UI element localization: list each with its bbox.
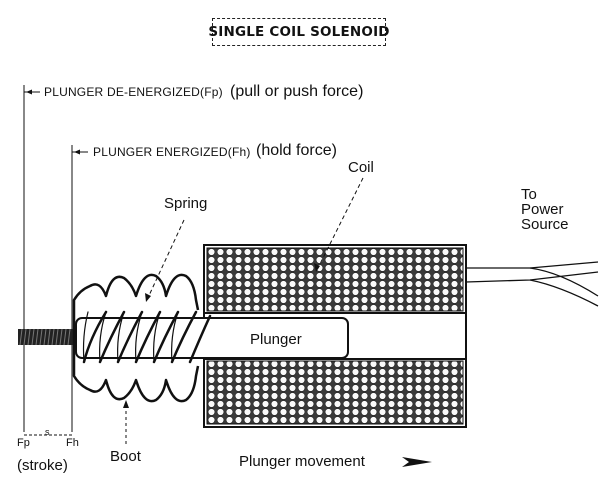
label-power-source-line2: Power [521, 201, 564, 218]
boot-lower [72, 358, 200, 403]
label-plunger-de-energized: PLUNGER DE-ENERGIZED(Fp) [44, 85, 223, 99]
boot-leader-arrowhead [123, 400, 129, 408]
power-wire-lower-2 [529, 279, 599, 307]
label-fh: Fh [66, 437, 79, 449]
coil-upper-winding [206, 247, 464, 312]
label-power-source-line1: To [521, 186, 537, 203]
coil-leader [315, 177, 364, 273]
label-plunger: Plunger [250, 331, 302, 348]
boot-upper [72, 273, 200, 318]
power-wire-lower [529, 267, 599, 297]
label-pull-push-force: (pull or push force) [230, 83, 364, 100]
spring-leader [145, 219, 185, 303]
label-plunger-energized: PLUNGER ENERGIZED(Fh) [93, 145, 251, 159]
label-power-source: To Power Source [521, 187, 569, 232]
fh-arrowhead [74, 149, 80, 155]
label-hold-force: (hold force) [256, 142, 337, 159]
plunger-movement-arrow [402, 457, 432, 467]
label-plunger-movement: Plunger movement [239, 453, 365, 470]
label-coil: Coil [348, 159, 374, 176]
label-fp: Fp [17, 437, 30, 449]
diagram-title: SINGLE COIL SOLENOID [208, 18, 390, 46]
label-boot: Boot [110, 448, 141, 465]
label-power-source-line3: Source [521, 216, 569, 233]
label-spring: Spring [164, 195, 208, 212]
power-wire-upper [466, 261, 599, 269]
spring-leader-arrowhead [145, 293, 151, 302]
coil-lower-winding [206, 360, 464, 425]
label-stroke: (stroke) [17, 457, 68, 474]
plunger-body [75, 317, 349, 359]
spring-coils [82, 310, 212, 364]
fp-arrowhead [26, 89, 32, 95]
label-s: s [45, 427, 50, 437]
rod-threads [19, 328, 71, 346]
coil-leader-arrowhead [314, 263, 320, 272]
